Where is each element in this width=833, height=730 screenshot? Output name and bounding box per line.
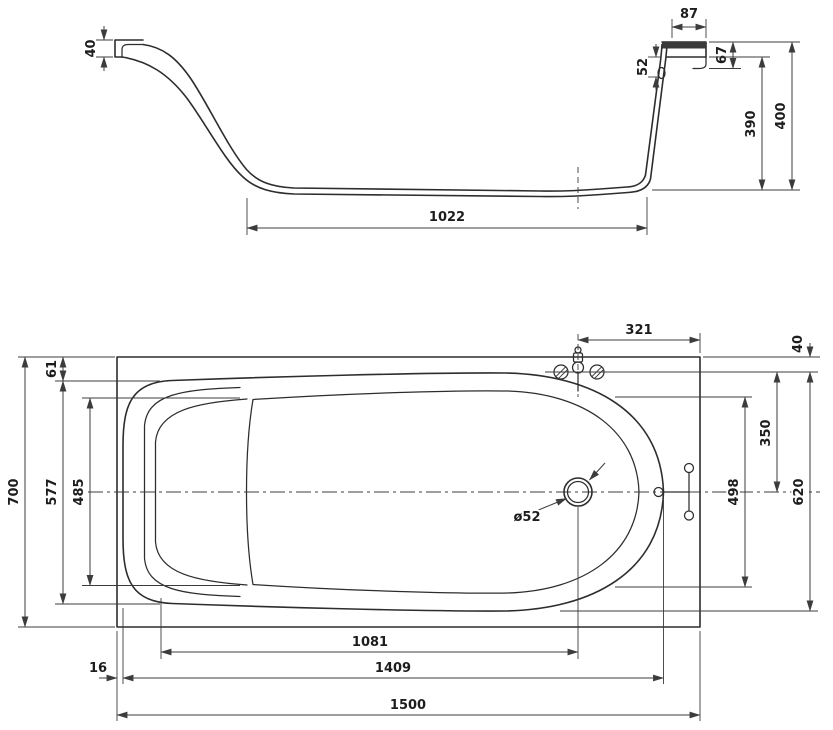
- dim-label-total-height: 400: [774, 102, 789, 129]
- dimension-apron-height: 67: [709, 41, 741, 70]
- apron-lip: [692, 56, 707, 70]
- drain-pointer-arrow: [589, 462, 606, 481]
- dim-label-depth: 390: [744, 110, 759, 137]
- dimension-drain-diameter: ø52: [512, 498, 568, 527]
- dim-label-base-length: 1022: [429, 210, 465, 225]
- dim-label-apron-height: 67: [715, 46, 730, 64]
- dim-label-inner-width-foot: 620: [792, 478, 807, 505]
- dimension-base-width-foot: 498: [615, 396, 752, 588]
- dim-label-drain-diameter: ø52: [513, 510, 540, 525]
- right-rim-section-fill: [662, 42, 706, 49]
- side-view: 40 87 52 67 390: [82, 5, 800, 235]
- backrest-contour-inner: [154, 398, 248, 586]
- dimension-inner-width-foot: 620: [560, 371, 818, 612]
- dimension-drain-position: 1081: [160, 507, 579, 659]
- dim-label-overflow-drop: 52: [636, 58, 651, 76]
- dimension-overall-width: 700: [5, 356, 115, 628]
- dimension-depth: 390: [709, 56, 770, 191]
- plan-view: ø52 321 40 620 350: [5, 321, 820, 721]
- dim-label-tap-setback: 40: [791, 335, 806, 353]
- dim-label-drain-position: 1081: [352, 635, 388, 650]
- dim-label-overall-length: 1500: [390, 698, 426, 713]
- dim-label-half-width: 350: [759, 419, 774, 446]
- dimension-half-width: 350: [757, 371, 781, 493]
- basin-floor: [245, 390, 640, 594]
- dim-label-tap-to-edge: 321: [625, 323, 652, 338]
- dim-label-overall-width: 700: [7, 478, 22, 505]
- dimension-backrest-width: 485: [70, 397, 240, 587]
- dim-label-inner-length: 1409: [375, 661, 411, 676]
- tub-plan-outline: [88, 356, 820, 628]
- overflow-hole-symbol: [657, 66, 666, 80]
- dimension-tap-to-edge: 321: [577, 321, 701, 353]
- dim-label-base-width-foot: 498: [727, 478, 742, 505]
- dim-label-inner-width-head: 577: [45, 478, 60, 505]
- dim-label-rim-head-width: 16: [89, 661, 107, 676]
- overflow-symbol: [653, 462, 695, 521]
- dimension-overall-length: 1500: [116, 631, 701, 721]
- dimension-inner-width-head: 577: [43, 380, 160, 605]
- dimension-inner-length: 1409: [122, 500, 665, 684]
- dimension-edge-thickness: 40: [82, 26, 113, 71]
- dim-label-rim-top-width: 61: [45, 360, 60, 378]
- dimension-rim-width: 87: [671, 5, 707, 38]
- dimension-rim-head-width: 16: [87, 659, 118, 682]
- tub-profile-outline: [114, 39, 707, 209]
- dimension-tap-setback: 40: [545, 333, 820, 373]
- dim-label-backrest-width: 485: [72, 478, 87, 505]
- dim-label-rim-width: 87: [680, 7, 698, 22]
- dimension-total-height: 400: [652, 41, 800, 191]
- dimension-overflow-drop: 52: [634, 44, 661, 90]
- dimension-rim-top-width: 61: [18, 356, 160, 382]
- dim-label-edge-thickness: 40: [84, 39, 99, 57]
- drain-symbol: [563, 462, 606, 507]
- dimension-base-length: 1022: [246, 197, 648, 235]
